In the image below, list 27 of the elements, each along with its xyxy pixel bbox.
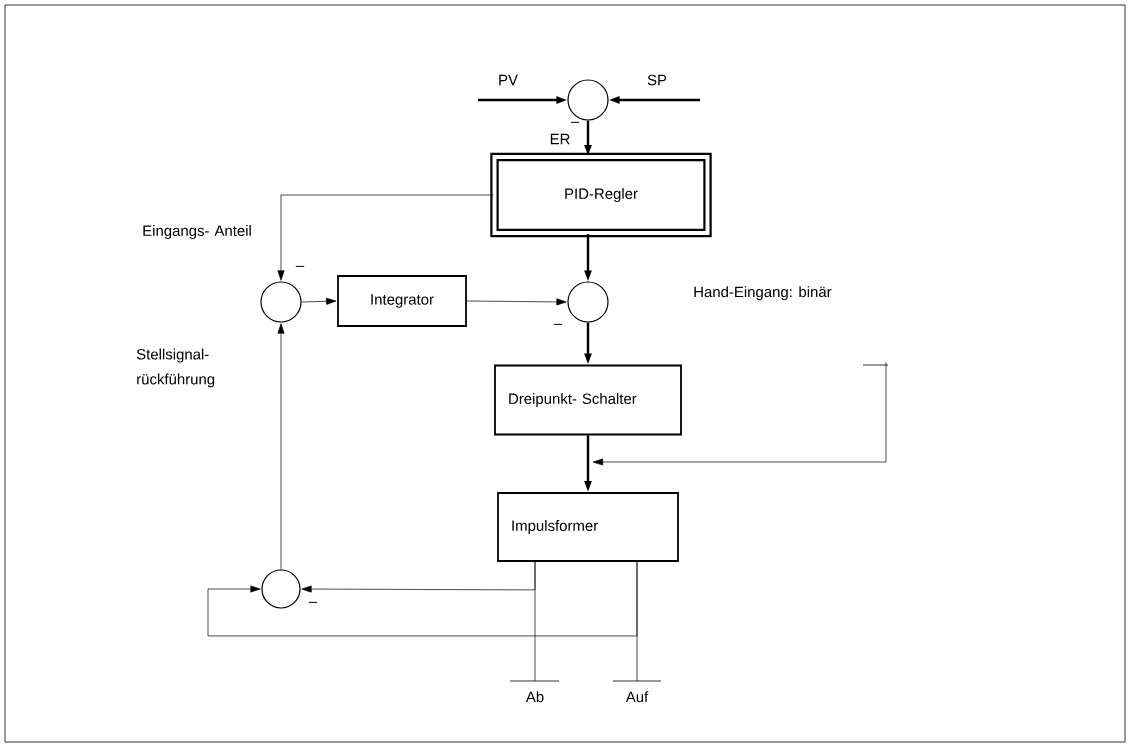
arrow — [592, 361, 887, 466]
minus-sign: – — [553, 323, 563, 325]
arrow — [207, 561, 638, 637]
minus-sign: – — [570, 121, 580, 123]
minus-sign: – — [308, 601, 318, 603]
process-box: Dreipunkt- Schalter — [494, 364, 682, 436]
minus-sign: – — [295, 265, 305, 267]
arrow — [277, 194, 494, 281]
process-box: Integrator — [337, 275, 467, 327]
signal-label: SP — [647, 74, 667, 86]
process-box: Impulsformer — [497, 492, 679, 562]
summing-junction — [567, 281, 609, 323]
input-label: Hand-Eingang: binär — [694, 286, 832, 301]
signal-label: PV — [499, 74, 518, 86]
note-text: Eingangs- Anteil — [143, 225, 251, 239]
output-label: Auf — [625, 691, 649, 703]
note-text: Stellsignal- rückführung — [136, 348, 215, 388]
output-label: Ab — [525, 691, 544, 703]
summing-junction — [261, 569, 301, 609]
summing-junction — [567, 79, 609, 121]
arrow — [466, 298, 567, 306]
arrow — [277, 323, 285, 570]
arrow — [301, 561, 536, 593]
summing-junction — [260, 281, 302, 323]
edge-label: ER — [550, 133, 570, 145]
controller-box: PID-Regler — [490, 152, 712, 238]
arrow — [301, 297, 337, 305]
